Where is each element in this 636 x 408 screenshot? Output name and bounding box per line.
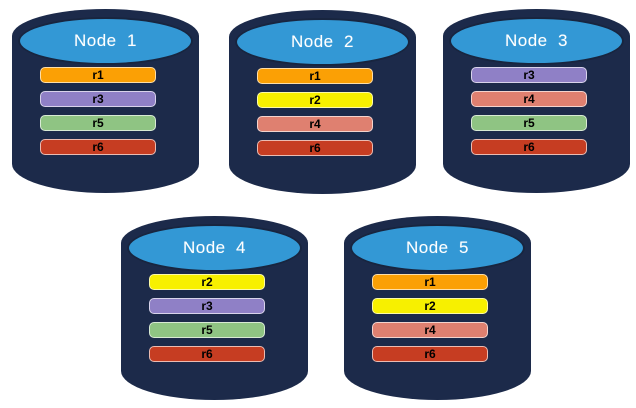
node-2-label: Node 2 xyxy=(290,32,355,51)
node-5-label: Node 5 xyxy=(405,238,470,257)
replica-bar: r2 xyxy=(372,298,488,314)
replica-bar: r6 xyxy=(471,139,587,155)
replica-bar: r4 xyxy=(471,91,587,107)
node-3-cylinder: Node 3 r3 r4 r5 r6 xyxy=(443,9,630,193)
replica-bar: r3 xyxy=(149,298,265,314)
node-3-top: Node 3 xyxy=(449,17,624,65)
replica-bar: r6 xyxy=(149,346,265,362)
node-1-top: Node 1 xyxy=(18,17,193,65)
node-1-cylinder: Node 1 r1 r3 r5 r6 xyxy=(12,9,199,193)
replica-bar: r4 xyxy=(257,116,373,132)
replica-bar: r5 xyxy=(471,115,587,131)
replica-bar: r5 xyxy=(149,322,265,338)
node-4-top: Node 4 xyxy=(127,224,302,272)
replica-bar: r1 xyxy=(40,67,156,83)
replica-bar: r4 xyxy=(372,322,488,338)
node-5-top: Node 5 xyxy=(350,224,525,272)
node-4-cylinder: Node 4 r2 r3 r5 r6 xyxy=(121,216,308,400)
replica-bar: r6 xyxy=(372,346,488,362)
node-2-replicas: r1 r2 r4 r6 xyxy=(257,68,373,156)
node-1-label: Node 1 xyxy=(73,31,138,50)
replica-bar: r3 xyxy=(471,67,587,83)
node-3-replicas: r3 r4 r5 r6 xyxy=(471,67,587,155)
replica-bar: r1 xyxy=(257,68,373,84)
node-2-top: Node 2 xyxy=(235,18,410,66)
node-5-replicas: r1 r2 r4 r6 xyxy=(372,274,488,362)
node-3-label: Node 3 xyxy=(504,31,569,50)
replica-bar: r2 xyxy=(257,92,373,108)
node-2-cylinder: Node 2 r1 r2 r4 r6 xyxy=(229,10,416,194)
node-5-cylinder: Node 5 r1 r2 r4 r6 xyxy=(344,216,531,400)
node-4-replicas: r2 r3 r5 r6 xyxy=(149,274,265,362)
replica-bar: r1 xyxy=(372,274,488,290)
replica-bar: r6 xyxy=(257,140,373,156)
node-1-replicas: r1 r3 r5 r6 xyxy=(40,67,156,155)
replica-bar: r3 xyxy=(40,91,156,107)
replica-bar: r2 xyxy=(149,274,265,290)
replica-bar: r5 xyxy=(40,115,156,131)
node-4-label: Node 4 xyxy=(182,238,247,257)
replica-bar: r6 xyxy=(40,139,156,155)
